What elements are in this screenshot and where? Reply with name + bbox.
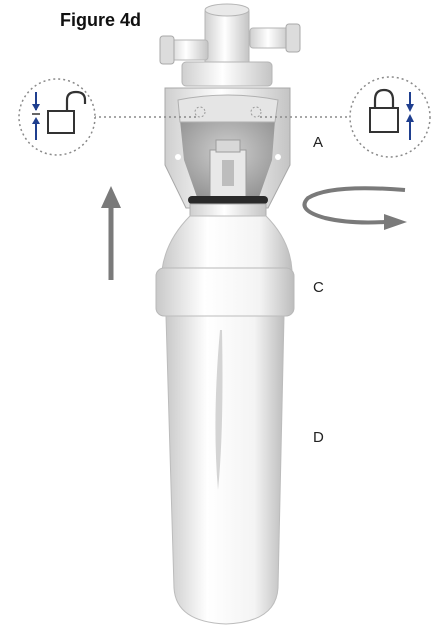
locked-padlock-icon [369, 88, 399, 133]
valve-head [159, 3, 301, 87]
unlocked-padlock-icon [47, 90, 87, 134]
mounting-bracket [164, 87, 291, 209]
label-d: D [313, 429, 324, 446]
label-c: C [313, 279, 324, 296]
closed-indicator-icon [406, 92, 414, 140]
locked-callout [349, 76, 431, 158]
up-arrow-icon [101, 186, 121, 280]
spacing-indicator-icon [32, 92, 40, 140]
filter-cartridge [155, 215, 295, 625]
cartridge-neck [188, 196, 268, 217]
unlocked-callout [18, 78, 96, 156]
figure-title: Figure 4d [60, 10, 142, 30]
clockwise-rotate-arrow-icon [302, 186, 407, 230]
label-a: A [313, 134, 324, 151]
